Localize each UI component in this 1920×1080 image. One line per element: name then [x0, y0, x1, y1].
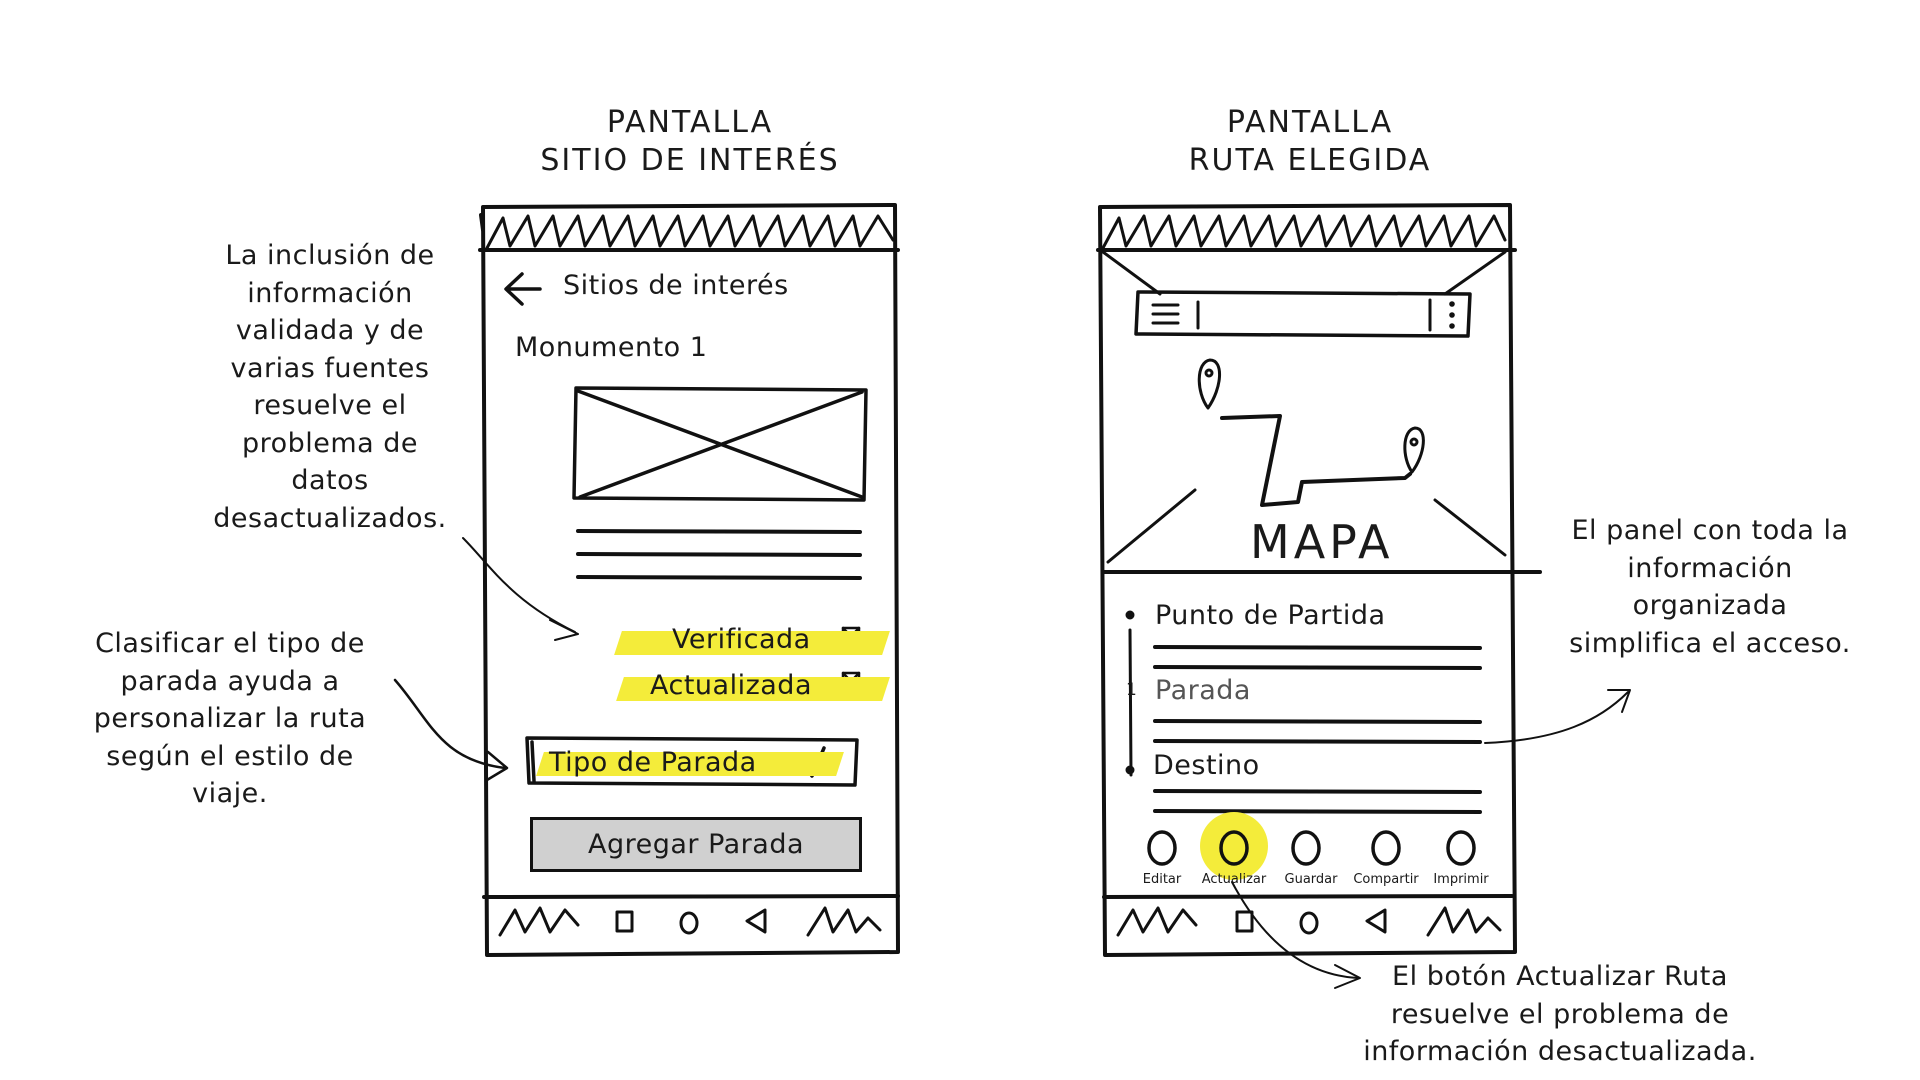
- note-line: El panel con toda la: [1571, 515, 1849, 546]
- add-stop-label: Agregar Parada: [587, 829, 805, 860]
- update-highlight: [1200, 812, 1268, 880]
- nav-bar-right: [1116, 906, 1502, 937]
- title-right-line2: RUTA ELEGIDA: [1188, 143, 1432, 178]
- note-line: datos: [291, 465, 369, 496]
- note-line: organizada: [1632, 590, 1788, 621]
- arrow-stop-type: [393, 678, 509, 782]
- action-print[interactable]: Imprimir: [1433, 872, 1489, 887]
- note-stop-type: Clasificar el tipo de parada ayuda a per…: [80, 625, 380, 813]
- text-lines-left: [576, 529, 862, 580]
- note-line: La inclusión de: [225, 240, 435, 271]
- back-arrow-icon: [504, 272, 542, 306]
- stop-type-select-frame: [525, 736, 859, 787]
- route-stop[interactable]: Parada: [1155, 675, 1251, 706]
- title-right-line1: PANTALLA: [1226, 105, 1394, 140]
- action-save[interactable]: Guardar: [1284, 872, 1338, 887]
- note-line: resuelve el problema de: [1390, 998, 1730, 1030]
- image-placeholder: [572, 386, 868, 502]
- title-right: PANTALLA RUTA ELEGIDA: [1120, 104, 1500, 180]
- back-label[interactable]: Sitios de interés: [563, 270, 789, 301]
- arrow-panel: [1484, 689, 1631, 744]
- note-line: personalizar la ruta: [93, 703, 367, 734]
- action-circles: [1147, 830, 1476, 866]
- arrow-update-button: [1231, 881, 1361, 989]
- update-action-circle: [1219, 830, 1249, 866]
- status-bar-scribble-right: [1101, 214, 1507, 250]
- note-line: información: [247, 277, 413, 309]
- note-line: varias fuentes: [230, 352, 430, 384]
- note-line: resuelve el: [253, 390, 407, 421]
- note-update-button: El botón Actualizar Ruta resuelve el pro…: [1360, 958, 1760, 1071]
- note-line: información: [1627, 552, 1793, 584]
- note-line: información desactualizada.: [1363, 1036, 1757, 1067]
- note-validated-info: La inclusión de información validada y d…: [200, 237, 460, 537]
- note-line: El botón Actualizar Ruta: [1392, 961, 1728, 992]
- note-line: según el estilo de: [106, 740, 354, 772]
- title-left: PANTALLA SITIO DE INTERÉS: [500, 104, 880, 180]
- nav-bar-left: [498, 906, 882, 937]
- route-end[interactable]: Destino: [1153, 750, 1260, 781]
- badge-verified: Verificada: [672, 624, 811, 655]
- action-share[interactable]: Compartir: [1353, 872, 1419, 887]
- note-line: problema de: [241, 427, 419, 459]
- add-stop-button[interactable]: Agregar Parada: [530, 817, 862, 872]
- map-pin-icon-2: [1403, 426, 1425, 474]
- note-panel: El panel con toda la información organiz…: [1560, 512, 1860, 662]
- map-pin-icon-1: [1197, 358, 1222, 410]
- kebab-menu-icon: [1449, 301, 1455, 329]
- action-update[interactable]: Actualizar: [1201, 872, 1267, 887]
- title-left-line2: SITIO DE INTERÉS: [540, 143, 840, 178]
- phone-frame-right: [1096, 203, 1542, 957]
- note-line: validada y de: [235, 315, 425, 346]
- note-line: viaje.: [192, 778, 268, 809]
- note-line: Clasificar el tipo de: [95, 628, 365, 659]
- badge-updated: Actualizada: [650, 670, 812, 701]
- route-line: [1220, 414, 1412, 507]
- action-edit[interactable]: Editar: [1142, 872, 1182, 887]
- note-line: parada ayuda a: [120, 665, 340, 697]
- note-line: simplifica el acceso.: [1569, 627, 1851, 659]
- map-label: MAPA: [1250, 515, 1394, 569]
- stop-type-select[interactable]: Tipo de Parada: [549, 747, 757, 778]
- map-perspective-lines: [1101, 250, 1507, 564]
- route-stop-number: 1: [1126, 680, 1137, 700]
- search-bar-frame: [1134, 290, 1472, 338]
- status-bar-scribble-left: [485, 214, 895, 250]
- route-lines: [1153, 645, 1482, 814]
- arrow-validated-info: [462, 537, 579, 641]
- phone-frame-left: [478, 203, 900, 957]
- note-line: desactualizados.: [213, 502, 447, 534]
- menu-icon: [1151, 303, 1180, 325]
- title-left-line1: PANTALLA: [606, 105, 774, 140]
- route-timeline: [1125, 610, 1135, 777]
- item-title: Monumento 1: [515, 332, 708, 363]
- route-start[interactable]: Punto de Partida: [1155, 600, 1386, 631]
